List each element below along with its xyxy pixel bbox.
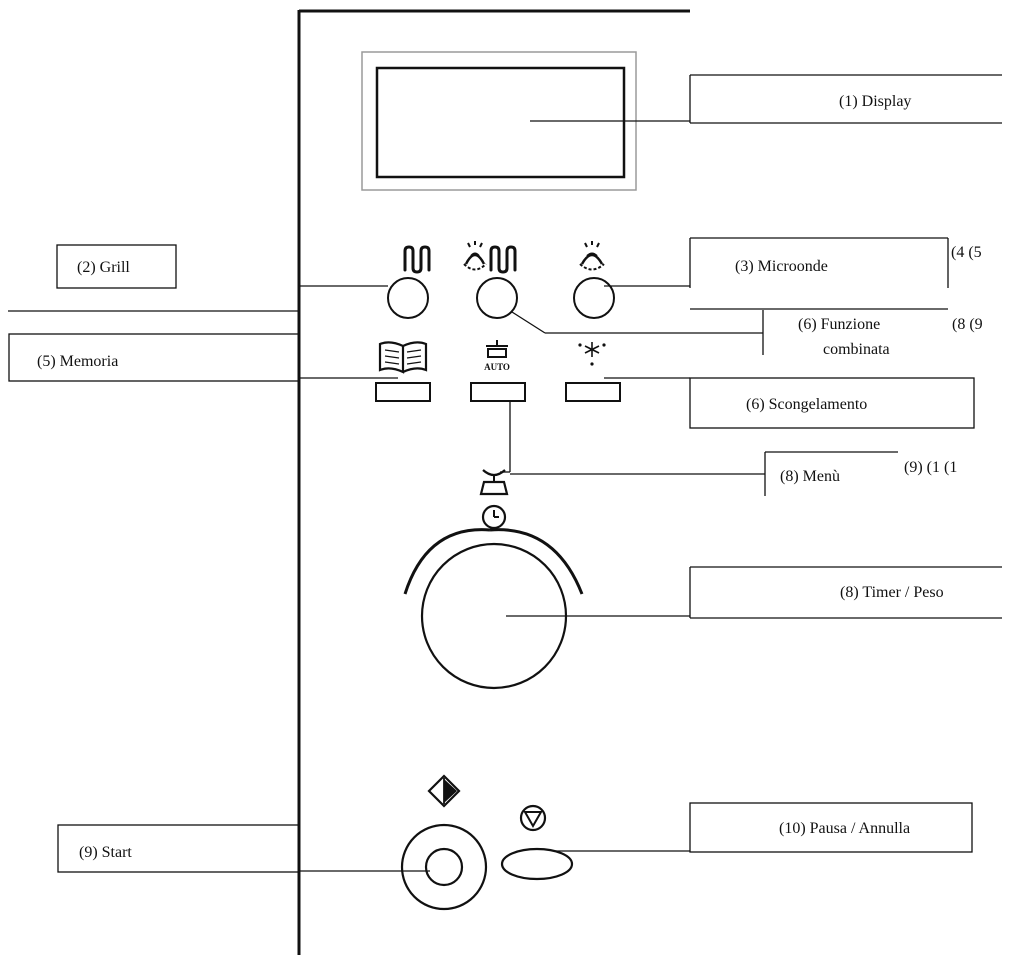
grill-label: (2) Grill (77, 259, 130, 276)
auto-menu-button[interactable] (470, 382, 526, 402)
memory-button[interactable] (375, 382, 431, 402)
grill-label-box (56, 244, 177, 289)
svg-text:AUTO: AUTO (484, 362, 510, 372)
display-screen (375, 66, 626, 179)
stop-icon (519, 804, 547, 832)
memoria-label-box (8, 333, 300, 382)
combinata-label-line1: (6) Funzione (798, 316, 880, 333)
timer-label: (8) Timer / Peso (840, 584, 944, 601)
clock-icon (481, 504, 507, 530)
microonde-ref: (4 (5 (951, 244, 982, 261)
grill-button[interactable] (387, 277, 429, 319)
pausa-label-box (689, 802, 973, 853)
microwave-icon (579, 241, 605, 271)
pausa-label: (10) Pausa / Annulla (779, 820, 910, 837)
combinata-ref: (8 (9 (952, 316, 983, 333)
menu-label: (8) Menù (780, 468, 840, 485)
memoria-label: (5) Memoria (37, 353, 118, 370)
defrost-button[interactable] (565, 382, 621, 402)
scongelamento-label-box (689, 377, 975, 429)
pause-cancel-button[interactable] (500, 847, 574, 881)
memory-icon (378, 341, 428, 374)
start-button-outer[interactable] (400, 823, 488, 911)
dial-arc-right (489, 528, 584, 595)
start-button-inner[interactable] (424, 847, 464, 887)
microonde-label: (3) Microonde (735, 258, 828, 275)
microwave-icon-combi (463, 241, 487, 271)
start-label-box (57, 824, 300, 873)
microwave-button[interactable] (573, 277, 615, 319)
scongelamento-label: (6) Scongelamento (746, 396, 867, 413)
defrost-icon (578, 342, 606, 366)
grill-icon-combi (489, 245, 517, 274)
combi-button[interactable] (476, 277, 518, 319)
start-icon (427, 774, 461, 808)
auto-menu-icon: AUTO (484, 340, 510, 372)
grill-icon (403, 245, 431, 274)
start-label: (9) Start (79, 844, 132, 861)
combinata-leader-line (511, 311, 546, 334)
combinata-label-line2: combinata (823, 341, 890, 358)
dial-arc (403, 528, 491, 595)
display-label: (1) Display (839, 93, 911, 110)
menu-ref: (9) (1 (1 (904, 459, 957, 476)
scale-icon (479, 469, 509, 496)
